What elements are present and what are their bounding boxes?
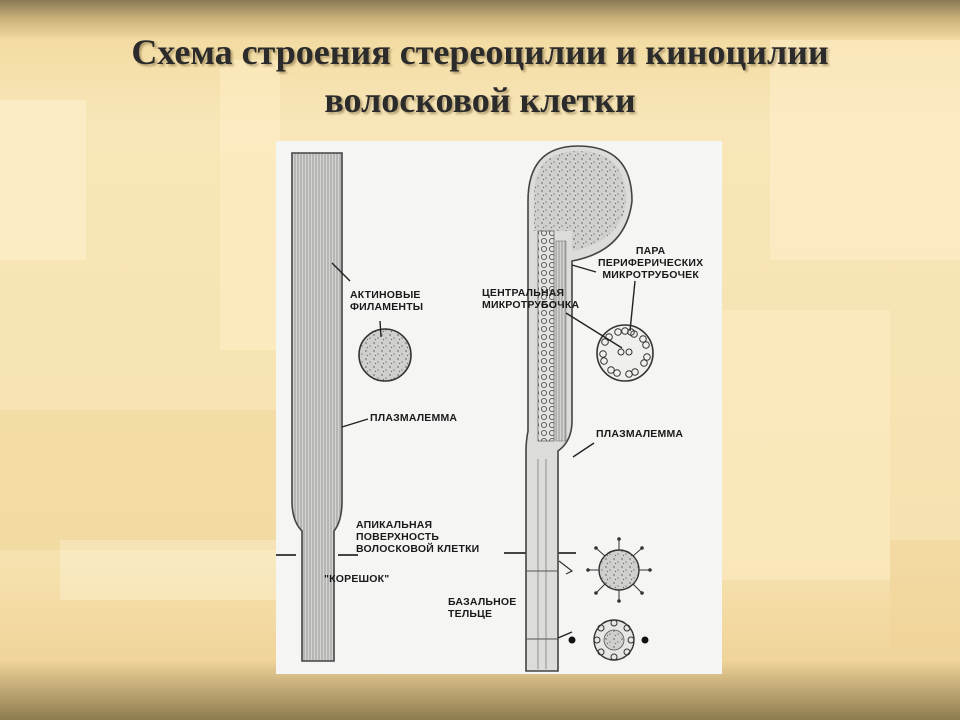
kinocilium	[504, 145, 654, 672]
label-actin-filaments-line1: АКТИНОВЫЕ	[350, 289, 421, 301]
slide-title-line2: волосковой клетки	[324, 80, 636, 120]
decorative-block	[0, 100, 86, 260]
label-basal-body-line2: ТЕЛЬЦЕ	[448, 608, 493, 620]
label-central-microtubule: ЦЕНТРАЛЬНАЯ МИКРОТРУБОЧКА	[482, 287, 579, 311]
cilia-diagram-drawing	[276, 145, 654, 672]
stereocilium	[276, 152, 412, 662]
label-peripheral-pair-line1: ПАРА	[635, 245, 666, 257]
decorative-block	[220, 60, 280, 350]
label-actin-filaments: АКТИНОВЫЕ ФИЛАМЕНТЫ	[350, 289, 423, 313]
label-central-microtubule-line2: МИКРОТРУБОЧКА	[482, 299, 580, 311]
label-plasmalemma-right: ПЛАЗМАЛЕММА	[596, 428, 684, 440]
decorative-block	[770, 40, 960, 260]
label-peripheral-pair-line3: МИКРОТРУБОЧЕК	[602, 269, 699, 281]
label-basal-body-line1: БАЗАЛЬНОЕ	[448, 596, 517, 608]
label-apical-surface-line1: АПИКАЛЬНАЯ	[356, 519, 433, 531]
slide-title: Схема строения стереоцилии и киноцилии в…	[0, 28, 960, 124]
slide-title-line1: Схема строения стереоцилии и киноцилии	[131, 32, 829, 72]
decorative-block	[0, 410, 280, 550]
label-apical-surface-line2: ПОВЕРХНОСТЬ	[356, 531, 440, 543]
label-peripheral-pair: ПАРА ПЕРИФЕРИЧЕСКИХ МИКРОТРУБОЧЕК	[598, 245, 703, 281]
decorative-block	[720, 310, 890, 580]
label-apical-surface: АПИКАЛЬНАЯ ПОВЕРХНОСТЬ ВОЛОСКОВОЙ КЛЕТКИ	[356, 519, 479, 555]
label-central-microtubule-line1: ЦЕНТРАЛЬНАЯ	[482, 287, 565, 299]
decorative-block	[60, 540, 280, 600]
label-actin-filaments-line2: ФИЛАМЕНТЫ	[350, 301, 424, 313]
cilia-diagram: АКТИНОВЫЕ ФИЛАМЕНТЫ ПЛАЗМАЛЕММА АПИКАЛЬН…	[276, 141, 722, 674]
label-apical-surface-line3: ВОЛОСКОВОЙ КЛЕТКИ	[356, 543, 480, 555]
label-rootlet: "КОРЕШОК"	[324, 573, 390, 585]
label-plasmalemma-left: ПЛАЗМАЛЕММА	[370, 412, 458, 424]
decorative-block	[890, 540, 960, 650]
label-basal-body: БАЗАЛЬНОЕ ТЕЛЬЦЕ	[448, 596, 517, 620]
label-peripheral-pair-line2: ПЕРИФЕРИЧЕСКИХ	[598, 257, 704, 269]
